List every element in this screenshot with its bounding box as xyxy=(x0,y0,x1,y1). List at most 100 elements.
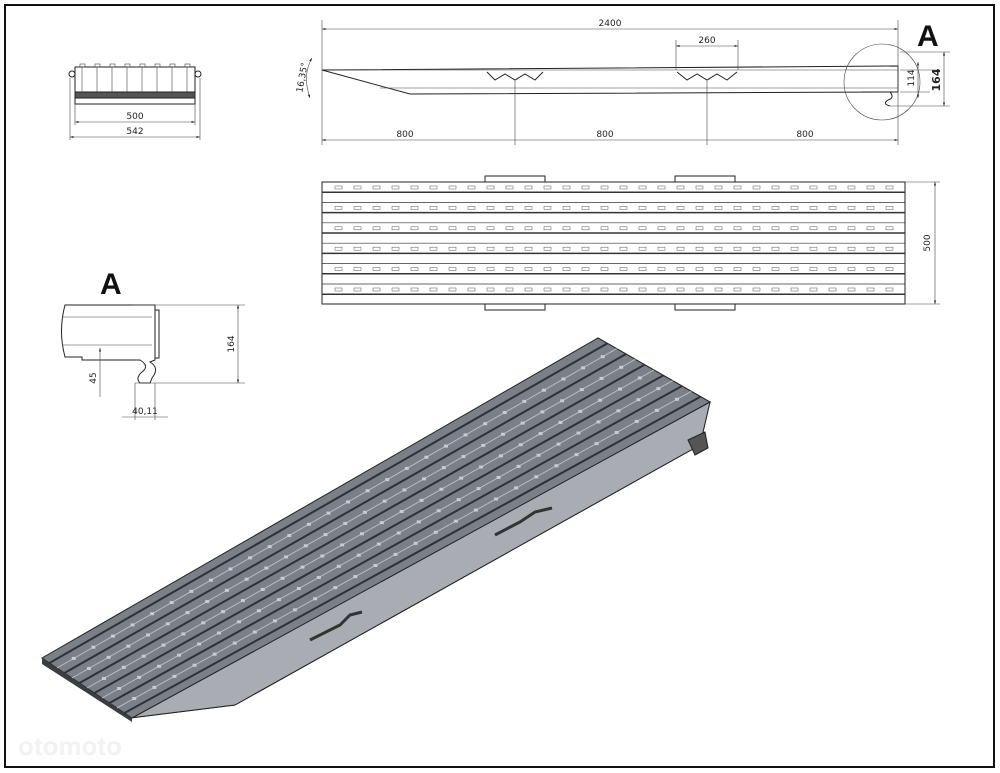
top-slot xyxy=(657,226,666,231)
iso-slot xyxy=(402,488,407,492)
top-slot xyxy=(505,226,514,231)
dim-span-3: 800 xyxy=(796,130,813,140)
top-slot xyxy=(676,267,685,271)
top-slot xyxy=(885,226,894,231)
dim-front-542: 542 xyxy=(126,127,143,137)
top-slot xyxy=(429,206,438,210)
iso-rail-line xyxy=(64,353,627,674)
top-slot xyxy=(410,267,419,271)
top-slot xyxy=(695,226,704,231)
top-slot xyxy=(866,267,875,271)
front-slot xyxy=(184,63,191,68)
top-slot xyxy=(524,206,533,210)
top-slot xyxy=(676,206,685,210)
iso-slot xyxy=(574,453,579,457)
iso-slot xyxy=(396,531,401,535)
iso-slot xyxy=(205,600,210,604)
dim-detail-164: 164 xyxy=(227,335,237,352)
iso-slot xyxy=(376,542,381,546)
iso-slot xyxy=(320,554,325,558)
iso-slot xyxy=(419,498,424,502)
top-slot xyxy=(334,226,343,231)
iso-slot xyxy=(185,611,190,615)
iso-slot xyxy=(303,544,308,548)
top-slot xyxy=(467,206,476,210)
iso-slot xyxy=(240,599,245,603)
iso-slot xyxy=(518,443,523,447)
top-slot xyxy=(885,206,894,210)
top-slot xyxy=(505,287,514,292)
top-slot xyxy=(486,246,495,251)
top-slot xyxy=(866,226,875,231)
top-slot xyxy=(714,206,723,210)
top-slot xyxy=(638,185,647,190)
iso-slot xyxy=(424,455,429,459)
dim-bracket-260: 260 xyxy=(698,36,715,46)
iso-slot xyxy=(594,442,599,446)
iso-slot xyxy=(316,575,321,579)
top-slot xyxy=(885,287,894,292)
iso-slot xyxy=(359,532,364,536)
top-slot xyxy=(714,226,723,231)
top-slot xyxy=(543,246,552,251)
iso-slot xyxy=(502,411,507,415)
iso-rail-line xyxy=(79,363,646,684)
top-slot xyxy=(543,287,552,292)
top-slot xyxy=(391,287,400,292)
iso-slot xyxy=(473,508,478,512)
top-slot xyxy=(809,287,818,292)
top-slot xyxy=(619,185,628,190)
top-slot xyxy=(353,267,362,271)
iso-slot xyxy=(340,543,345,547)
top-slot xyxy=(790,267,799,271)
top-slot xyxy=(714,287,723,292)
iso-slot xyxy=(264,566,269,570)
iso-slot xyxy=(356,553,361,557)
iso-slot xyxy=(336,564,341,568)
top-slot xyxy=(638,206,647,210)
dim-front-500: 500 xyxy=(126,112,143,122)
top-slot xyxy=(847,206,856,210)
front-slot xyxy=(109,63,116,68)
top-slot xyxy=(676,287,685,292)
iso-slot xyxy=(461,455,466,459)
top-slot xyxy=(543,267,552,271)
top-slot xyxy=(790,185,799,190)
iso-slot xyxy=(540,410,545,414)
top-slot xyxy=(809,206,818,210)
iso-slot xyxy=(619,365,624,369)
iso-slot xyxy=(256,609,261,613)
iso-slot xyxy=(483,422,488,426)
top-slot xyxy=(334,185,343,190)
top-slot xyxy=(828,206,837,210)
top-slot xyxy=(600,226,609,231)
detail-a-label: A xyxy=(917,20,939,53)
top-slot xyxy=(600,287,609,292)
side-view: 2400 260 800 800 800 16,35° 114 164 A xyxy=(295,19,950,145)
top-slot xyxy=(562,246,571,251)
iso-slot xyxy=(343,521,348,525)
iso-slot xyxy=(293,608,298,612)
top-slot xyxy=(429,267,438,271)
dim-detail-40-11: 40,11 xyxy=(132,407,158,417)
iso-slot xyxy=(596,420,601,424)
front-slot xyxy=(154,63,161,68)
iso-slot xyxy=(393,552,398,556)
drawing-frame xyxy=(4,4,995,768)
top-slot xyxy=(562,226,571,231)
top-slot xyxy=(790,206,799,210)
top-slot xyxy=(600,206,609,210)
iso-slot xyxy=(146,633,151,637)
top-slot xyxy=(448,226,457,231)
iso-slot xyxy=(581,366,586,370)
top-slot xyxy=(752,267,761,271)
top-slot xyxy=(410,246,419,251)
top-slot xyxy=(334,267,343,271)
dim-length-2400: 2400 xyxy=(599,19,622,29)
top-slot xyxy=(543,185,552,190)
top-slot xyxy=(619,206,628,210)
iso-slot xyxy=(306,522,311,526)
iso-slot xyxy=(197,642,202,646)
top-slot xyxy=(771,206,780,210)
top-slot xyxy=(809,226,818,231)
